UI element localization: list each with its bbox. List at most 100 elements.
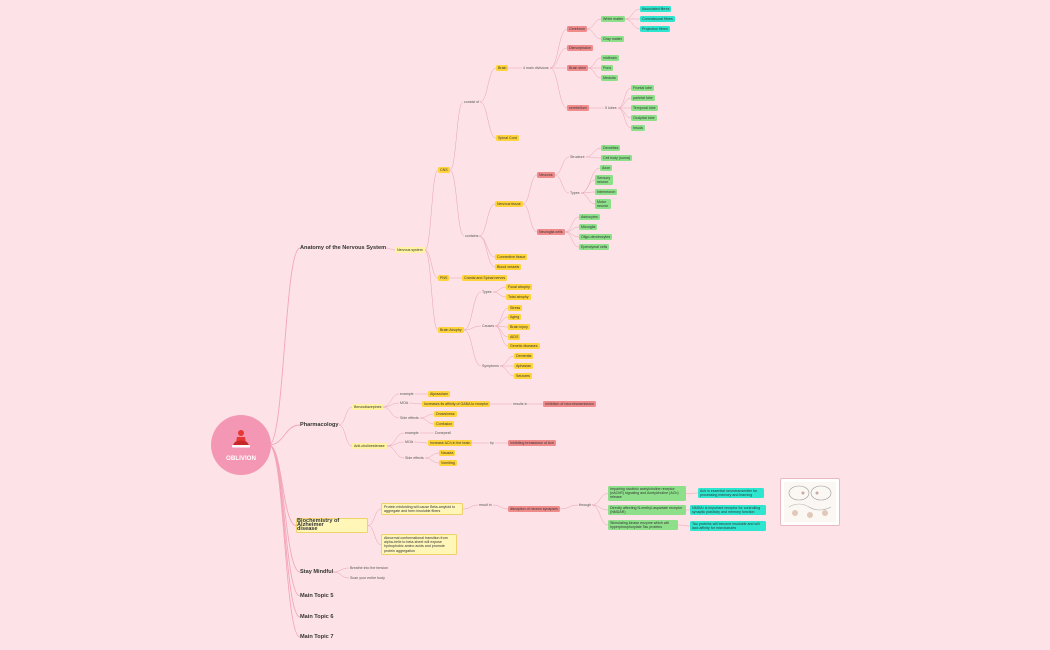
- topic-tau[interactable]: Tau proteins will become insoluble and w…: [690, 521, 766, 532]
- topic-example1[interactable]: example: [400, 392, 414, 396]
- topic-impair[interactable]: Impairing nicotinic acetylcholine recept…: [608, 486, 686, 501]
- topic-assoc[interactable]: Associated fibres: [640, 6, 672, 13]
- topic-confus[interactable]: Confusion: [434, 421, 455, 428]
- topic-results[interactable]: results in: [513, 402, 528, 406]
- topic-breathe[interactable]: Breathe into the tension: [350, 566, 388, 570]
- topic-blood[interactable]: Blood vessels: [495, 264, 522, 271]
- topic-donep[interactable]: Donepezil: [435, 431, 451, 435]
- topic-axon[interactable]: Axon: [600, 165, 613, 172]
- topic-scan[interactable]: Scan your entire body: [350, 576, 385, 580]
- topic-astro[interactable]: Astrocytes: [579, 214, 600, 221]
- topic-main7[interactable]: Main Topic 7: [300, 634, 334, 640]
- topic-aphasia[interactable]: Aphasias: [514, 363, 533, 370]
- topic-gray[interactable]: Gray matter: [601, 36, 624, 43]
- topic-dendr[interactable]: Dendrites: [601, 145, 621, 152]
- topic-seizures[interactable]: Seizures: [514, 373, 532, 380]
- topic-fourmain[interactable]: 4 main divisions: [523, 66, 549, 70]
- topic-motor[interactable]: Motor neuron: [595, 199, 611, 210]
- topic-abnormal[interactable]: Abnormal conformational transition from …: [381, 534, 457, 555]
- topic-directly[interactable]: Directly affecting N-methyl-aspartate re…: [608, 505, 686, 516]
- topic-consists[interactable]: consist of: [464, 100, 480, 104]
- topic-moa1[interactable]: MOA: [400, 401, 409, 405]
- topic-insula[interactable]: Insula: [631, 125, 645, 132]
- topic-dienc[interactable]: Diencephalon: [567, 45, 593, 52]
- topic-ependy[interactable]: Ependymal cells: [579, 244, 610, 251]
- topic-typesA[interactable]: Types: [482, 290, 492, 294]
- topic-disrupt[interactable]: disruption of neuron synapses: [508, 506, 560, 513]
- topic-pons[interactable]: Pons: [601, 65, 614, 72]
- topic-neurog[interactable]: Neuroglia cells: [537, 229, 565, 236]
- topic-occip[interactable]: Occipital lobe: [631, 115, 657, 122]
- topic-inhib[interactable]: Inhibition of neurotransmission: [543, 401, 596, 408]
- topic-stim[interactable]: Stimulating kinase enzyme which will hyp…: [608, 520, 678, 531]
- topic-side2[interactable]: Side effects: [405, 456, 424, 460]
- topic-ntissue[interactable]: Nervous tissue: [495, 201, 523, 208]
- topic-connective[interactable]: Connective tissue: [495, 254, 528, 261]
- topic-neurons[interactable]: Neurons: [537, 172, 555, 179]
- topic-mindful[interactable]: Stay Mindful: [300, 569, 334, 575]
- topic-pharm[interactable]: Pharmacology: [300, 422, 339, 428]
- topic-injury[interactable]: Brain injury: [508, 324, 530, 331]
- topic-pns[interactable]: PNS: [438, 275, 450, 282]
- topic-drowsi[interactable]: Drowsiness: [434, 411, 457, 418]
- topic-spinal[interactable]: Spinal Cord: [496, 135, 519, 142]
- topic-misfold[interactable]: Protein misfolding will cause Beta-amylo…: [381, 503, 463, 516]
- topic-stress[interactable]: Stress: [508, 305, 523, 312]
- topic-structure[interactable]: Structure: [570, 155, 585, 159]
- topic-symptoms[interactable]: Symptoms: [482, 364, 499, 368]
- topic-ns[interactable]: Nervous system: [395, 247, 425, 254]
- topic-frontal[interactable]: Frontal lobe: [631, 85, 654, 92]
- topic-microg[interactable]: Microglia: [579, 224, 598, 231]
- topic-by[interactable]: by: [490, 441, 494, 445]
- topic-cns[interactable]: CNS: [438, 167, 450, 174]
- topic-aids[interactable]: AIDS: [508, 334, 521, 341]
- topic-genetic[interactable]: Genetic diseases: [508, 343, 540, 350]
- topic-focal[interactable]: Focal atrophy: [506, 284, 532, 291]
- topic-fivelobes[interactable]: 5 lobes: [605, 106, 617, 110]
- topic-moa2[interactable]: MOA: [405, 440, 414, 444]
- topic-cerebrum[interactable]: Cerebrum: [567, 26, 587, 33]
- topic-cranial[interactable]: Cranial and Spinal nerves: [462, 275, 508, 282]
- topic-aging[interactable]: Aging: [508, 314, 522, 321]
- topic-parietal[interactable]: parietal lobe: [631, 95, 655, 102]
- topic-increase[interactable]: Increases its affinity of GABA to recept…: [422, 401, 491, 408]
- topic-intern[interactable]: Interneuron: [595, 189, 618, 196]
- topic-types[interactable]: Types: [570, 191, 580, 195]
- topic-nmdar[interactable]: NMDAr is important receptor for controll…: [690, 505, 766, 516]
- topic-through[interactable]: through: [579, 503, 592, 507]
- topic-benzo[interactable]: Benzodiazepines: [352, 404, 384, 411]
- topic-inhibit[interactable]: Inhibiting breakdown of Ach: [508, 440, 556, 447]
- topic-vomit[interactable]: Vomiting: [439, 460, 457, 467]
- topic-atrophy[interactable]: Brain Atrophy: [438, 327, 464, 334]
- topic-bstem[interactable]: Brain stem: [567, 65, 589, 72]
- topic-project[interactable]: Projection fibres: [640, 26, 670, 33]
- topic-contains[interactable]: contains: [465, 234, 479, 238]
- topic-medulla[interactable]: Medulla: [601, 75, 618, 82]
- topic-brain[interactable]: Brain: [496, 65, 509, 72]
- topic-white[interactable]: White matter: [601, 16, 626, 23]
- link-consists-spinal: [479, 101, 497, 139]
- topic-achess[interactable]: Ach is essential neurotransmitter for pr…: [698, 488, 764, 499]
- topic-oligo[interactable]: Oligo-dendrocytes: [579, 234, 613, 241]
- topic-cellbody[interactable]: Cell body (soma): [601, 155, 633, 162]
- topic-main5[interactable]: Main Topic 5: [300, 593, 334, 599]
- topic-nausea[interactable]: Nausea: [439, 450, 456, 457]
- topic-anticho[interactable]: Anti-cholinesterase: [352, 443, 387, 450]
- topic-causes[interactable]: Causes: [482, 324, 495, 328]
- topic-side1[interactable]: Side effects: [400, 416, 419, 420]
- topic-temporal[interactable]: Temporal lobe: [631, 105, 658, 112]
- topic-example2[interactable]: example: [405, 431, 419, 435]
- topic-bioch[interactable]: Biochemistry of Alzheimer disease: [296, 518, 368, 533]
- topic-commis[interactable]: Commissural fibres: [640, 16, 675, 23]
- topic-total[interactable]: Total atrophy: [506, 294, 531, 301]
- topic-main6[interactable]: Main Topic 6: [300, 614, 334, 620]
- topic-inach[interactable]: Increase ACh in the brain: [428, 440, 473, 447]
- topic-alpraz[interactable]: Alprazolam: [428, 391, 450, 398]
- topic-dementia[interactable]: Dementia: [514, 353, 534, 360]
- topic-result[interactable]: result in: [479, 503, 492, 507]
- topic-anat[interactable]: Anatomy of the Nervous System: [300, 245, 387, 251]
- topic-sensory[interactable]: Sensory neuron: [595, 175, 613, 186]
- topic-cerebel[interactable]: cerebellum: [567, 105, 589, 112]
- topic-midbrain[interactable]: midbrain: [601, 55, 619, 62]
